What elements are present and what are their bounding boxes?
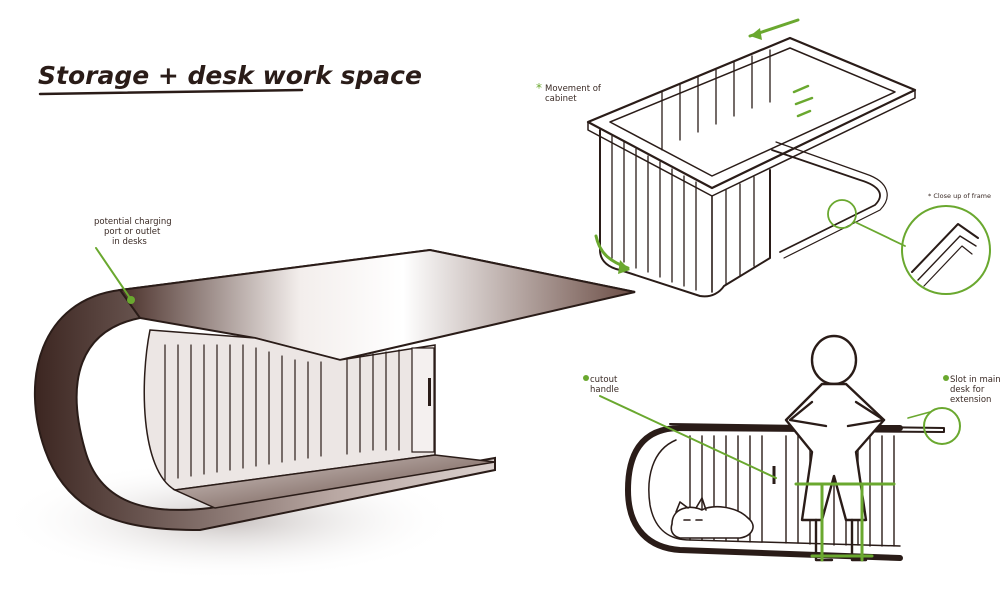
desk-rendering — [0, 248, 636, 580]
movement-note: Movement of cabinet — [545, 84, 604, 104]
slot-annotation: Slot in main desk for extension — [907, 375, 1000, 445]
movement-ticks — [792, 84, 814, 118]
closeup-detail: * Close up of frame — [827, 192, 991, 295]
slot-marker — [943, 375, 949, 381]
desk-shelf-base — [172, 454, 496, 509]
slot-highlight-circle — [923, 407, 961, 445]
desk-curved-shell — [33, 248, 636, 532]
cabinet-rail-outer — [775, 141, 888, 259]
cutout-marker — [583, 375, 589, 381]
closeup-frame-mid — [917, 235, 977, 281]
title-block: Storage + desk work space — [38, 61, 422, 96]
closeup-frame-inner — [923, 245, 973, 287]
slot-note: Slot in main desk for extension — [950, 375, 1000, 405]
closeup-source-circle — [827, 199, 857, 229]
desk-cabinet-handle — [428, 378, 431, 406]
charging-leader-line — [95, 247, 131, 299]
cutout-note: cutout handle — [590, 375, 620, 395]
cabinet-body-outline — [599, 129, 771, 298]
charging-note: potential charging port or outlet in des… — [94, 217, 174, 247]
movement-asterisk: * — [536, 81, 542, 95]
cutout-leader-line — [599, 395, 777, 479]
person-desk-sketch — [625, 334, 945, 562]
cutout-annotation: cutout handle — [583, 375, 777, 479]
cabinet-rail — [771, 149, 881, 253]
extension-legs — [820, 482, 864, 562]
stick-figure — [784, 334, 886, 562]
movement-arrowhead-bottom — [618, 260, 630, 274]
charging-point-marker — [127, 296, 135, 304]
sketch-title: Storage + desk work space — [38, 61, 422, 90]
mini-desk-shell — [625, 425, 903, 561]
cabinet-frame-inner — [609, 47, 896, 177]
charging-annotation: potential charging port or outlet in des… — [94, 217, 174, 304]
closeup-note: * Close up of frame — [928, 192, 991, 200]
desk-inner-slats — [164, 344, 400, 481]
closeup-circle — [901, 205, 991, 295]
title-underline — [38, 88, 304, 96]
desk-cabinet-panel — [411, 347, 435, 453]
cabinet-slats — [611, 49, 771, 291]
sleeping-cat — [670, 497, 754, 539]
movement-annotation: * Movement of cabinet — [536, 81, 604, 104]
movement-arrowhead-top — [750, 28, 762, 40]
closeup-leader-line — [854, 221, 906, 247]
closeup-frame-outer — [911, 223, 979, 273]
mini-desk-inner — [648, 439, 901, 547]
cabinet-sketch — [586, 18, 917, 298]
slot-leader-line — [907, 411, 931, 419]
